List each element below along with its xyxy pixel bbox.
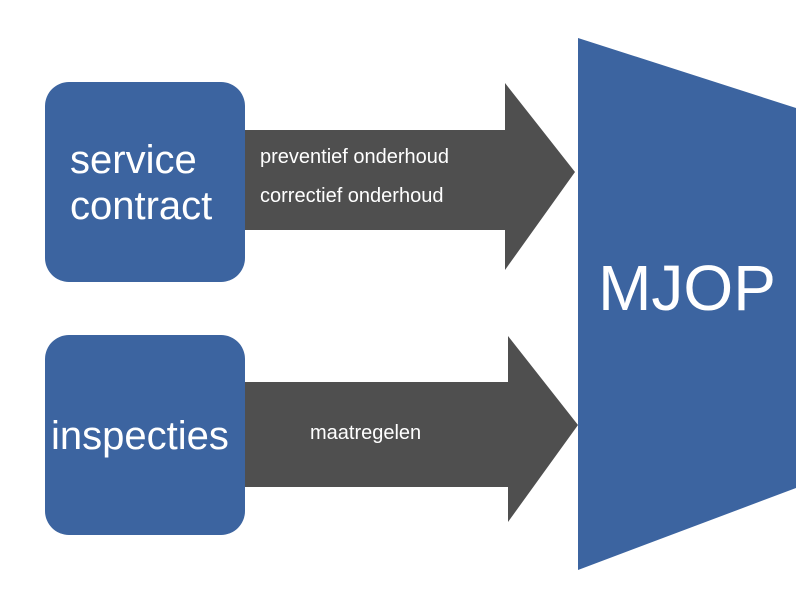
bottom-arrow-label-maatregelen: maatregelen	[310, 422, 422, 444]
mjop-trapezoid	[578, 38, 796, 570]
inspecties-box: inspecties	[45, 335, 245, 535]
mjop-label: MJOP	[598, 252, 776, 324]
top-arrow-label-correctief: correctief onderhoud	[260, 185, 444, 207]
inspecties-label: inspecties	[51, 414, 229, 458]
bottom-arrow	[245, 336, 578, 522]
service-contract-box: service contract	[45, 82, 245, 282]
top-arrow	[245, 83, 575, 270]
service-contract-line1: service	[70, 138, 197, 182]
service-contract-line2: contract	[70, 184, 213, 228]
service-contract-label: service contract	[70, 137, 212, 229]
top-arrow-label-preventief: preventief onderhoud	[260, 146, 450, 168]
